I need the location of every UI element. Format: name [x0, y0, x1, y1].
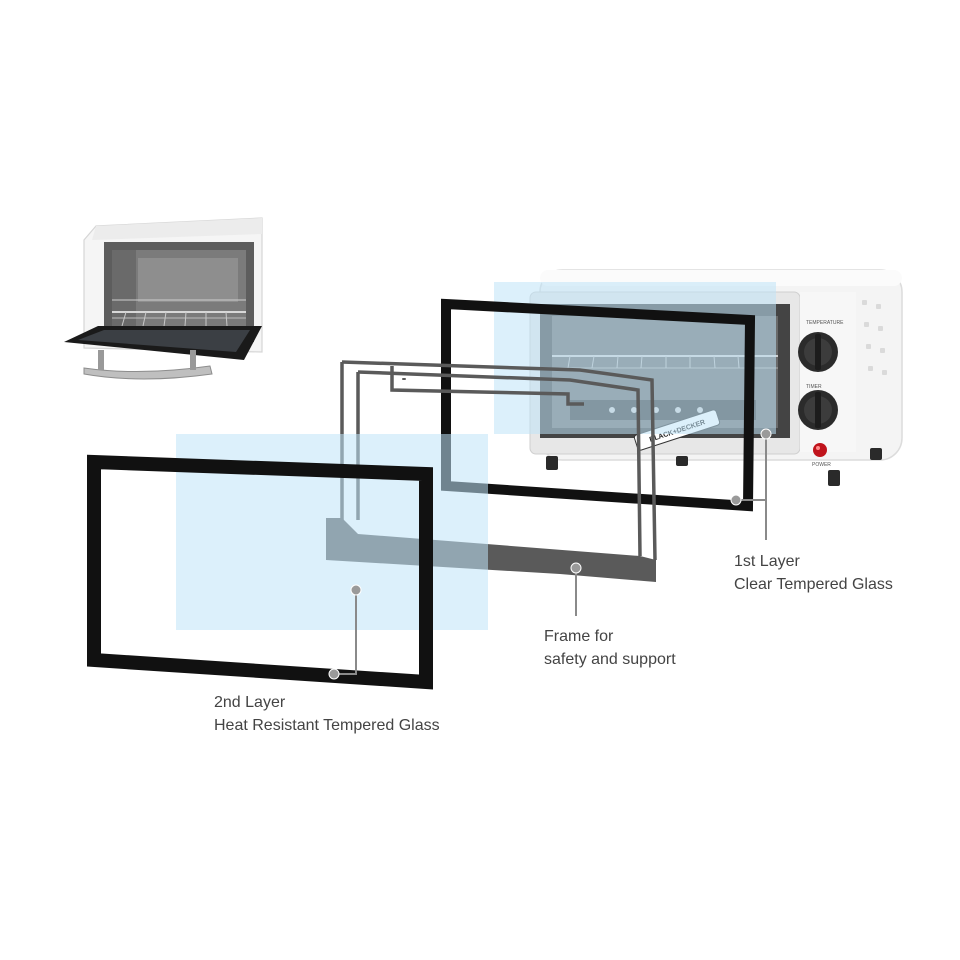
temperature-label: TEMPERATURE [806, 320, 844, 326]
leader-frame [570, 562, 582, 616]
callout-first-layer-desc: Clear Tempered Glass [734, 576, 893, 593]
callout-second-layer-desc: Heat Resistant Tempered Glass [214, 717, 440, 734]
callout-first-layer: 1st Layer Clear Tempered Glass [734, 550, 893, 596]
timer-label: TIMER [806, 384, 822, 390]
power-light-icon [813, 443, 827, 457]
callout-second-layer: 2nd Layer Heat Resistant Tempered Glass [214, 691, 440, 737]
callout-second-layer-title: 2nd Layer [214, 694, 286, 711]
temperature-knob-icon [798, 332, 838, 372]
second-layer-glass [87, 434, 488, 690]
callout-frame-title: Frame for [544, 628, 614, 645]
leader-first-layer [730, 428, 772, 540]
first-layer-glass [441, 282, 776, 512]
callout-first-layer-title: 1st Layer [734, 553, 800, 570]
callout-frame: Frame for safety and support [544, 625, 676, 671]
timer-knob-icon [798, 390, 838, 430]
power-label: POWER [812, 462, 831, 468]
leader-second-layer [328, 584, 362, 680]
callout-frame-desc: safety and support [544, 651, 676, 668]
open-oven-image [64, 217, 263, 380]
